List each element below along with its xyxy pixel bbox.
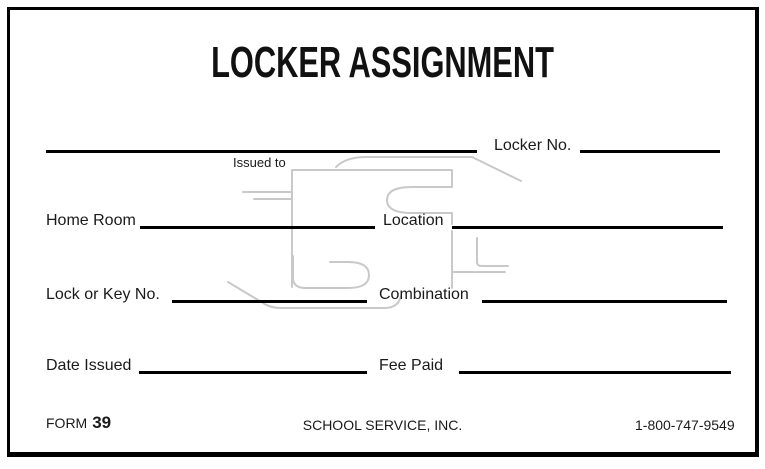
form-number: 39 [92,413,112,432]
combination-label: Combination [379,286,469,303]
lock-or-key-no-label: Lock or Key No. [46,286,160,303]
fee-paid-label: Fee Paid [379,357,444,374]
lock-or-key-no-line [172,300,367,303]
form-title: LOCKER ASSIGNMENT [211,38,554,87]
company-name: SCHOOL SERVICE, INC. [302,417,463,433]
form-label: FORM [46,415,88,431]
combination-line [482,300,727,303]
issued-to-line [46,150,477,153]
locker-no-line [580,150,720,153]
location-label: Location [383,212,444,229]
phone-number: 1-800-747-9549 [635,417,735,433]
fee-paid-line [459,371,731,374]
form-id: FORM 39 [46,413,112,432]
home-room-label: Home Room [46,212,136,229]
date-issued-label: Date Issued [46,357,132,374]
home-room-line [140,226,375,229]
location-line [452,226,723,229]
date-issued-line [139,371,367,374]
locker-no-label: Locker No. [494,137,572,154]
issued-to-label: Issued to [233,155,286,170]
